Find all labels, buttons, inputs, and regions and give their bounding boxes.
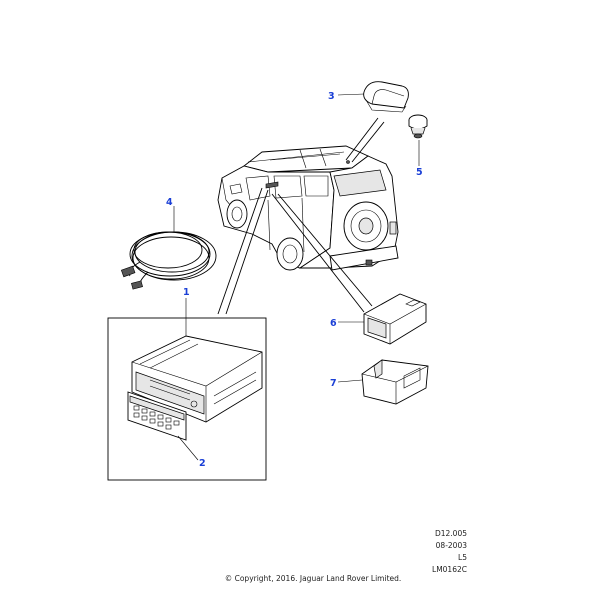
callout-2[interactable]: 2: [199, 458, 206, 469]
callout-1[interactable]: 1: [183, 287, 190, 298]
callout-leaders: [173, 93, 420, 461]
callout-3[interactable]: 3: [328, 91, 335, 102]
illustration-id: LM0162C: [432, 565, 467, 574]
callout-6[interactable]: 6: [330, 318, 337, 329]
ref-code: D12.005: [434, 529, 467, 538]
radio-detail-box: [107, 317, 267, 481]
callout-7[interactable]: 7: [330, 378, 337, 389]
coiled-cable[interactable]: [120, 231, 217, 290]
vehicle-leader-lines: [217, 117, 385, 315]
copyright-notice: © Copyright, 2016. Jaguar Land Rover Lim…: [224, 574, 402, 583]
control-module[interactable]: [363, 293, 427, 345]
callout-5[interactable]: 5: [416, 167, 423, 178]
level-code: L5: [458, 553, 467, 562]
callout-4[interactable]: 4: [166, 197, 173, 208]
grommet[interactable]: [408, 114, 428, 139]
roof-aerial[interactable]: [363, 81, 409, 113]
radio-fascia[interactable]: [127, 391, 187, 441]
vehicle-illustration: [217, 145, 399, 271]
mounting-bracket[interactable]: [361, 359, 429, 405]
issue-date: 08-2003: [435, 541, 467, 550]
